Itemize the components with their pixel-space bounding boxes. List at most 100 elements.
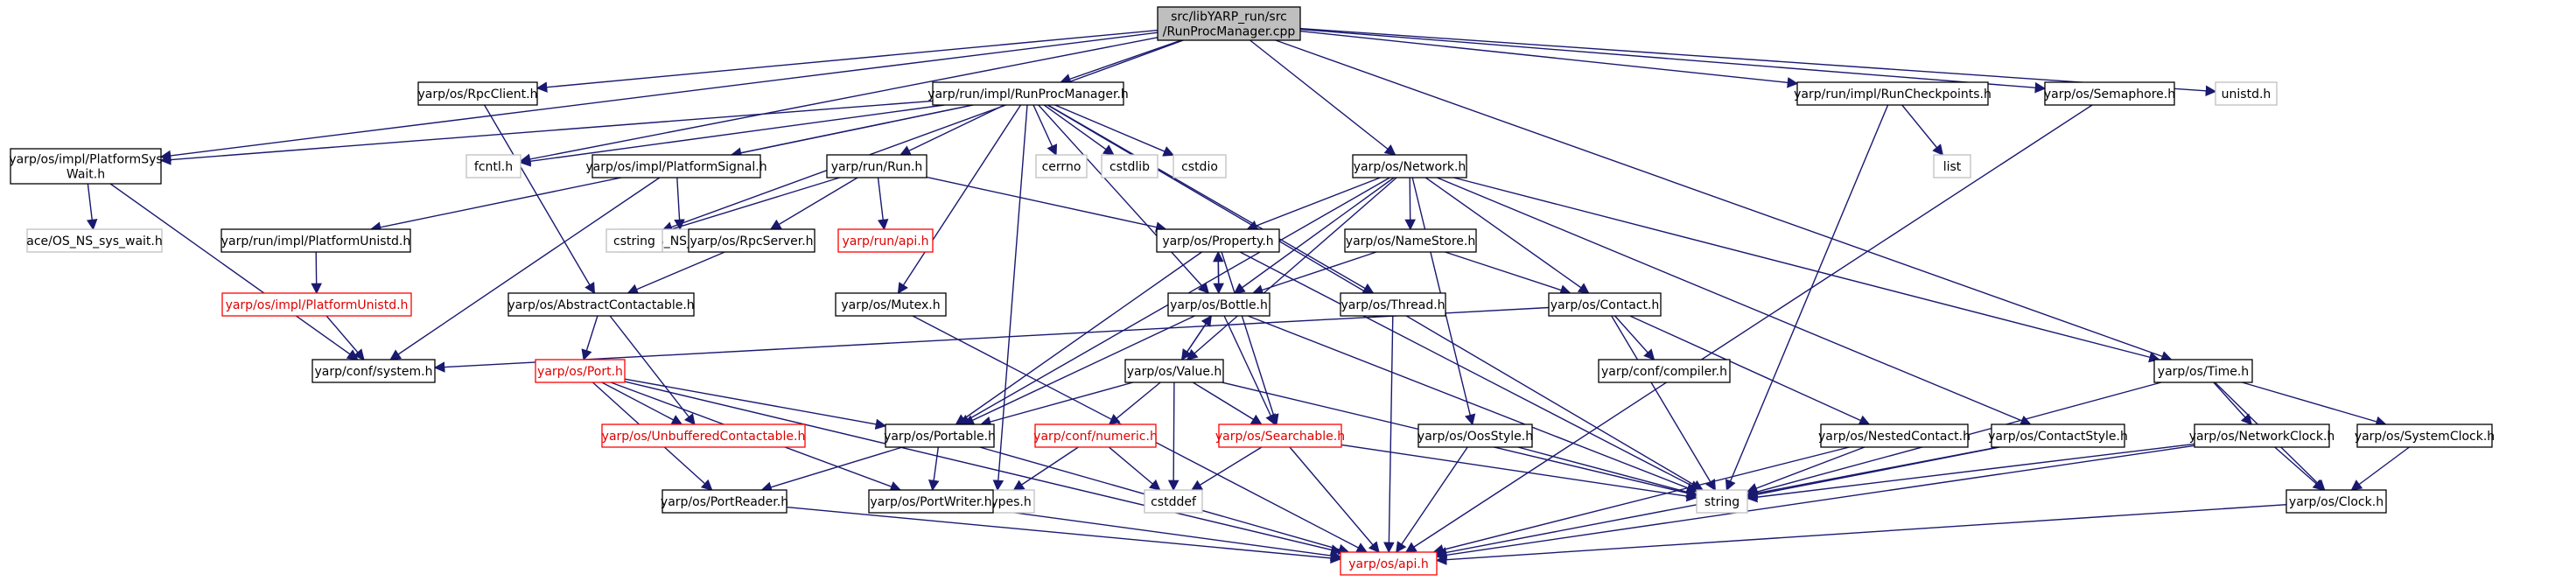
edge-network-to-property [1246, 177, 1381, 231]
node-namestore[interactable]: yarp/os/NameStore.h [1344, 228, 1477, 253]
node-box [592, 154, 761, 178]
edge-network-to-contact [1424, 177, 1590, 294]
node-label: yarp/os/Portable.h [884, 430, 996, 444]
node-box [1157, 6, 1301, 41]
node-label: list [1943, 160, 1962, 174]
node-label: yarp/os/UnbufferedContactable.h [602, 430, 806, 444]
node-label: yarp/os/impl/PlatformUnistd.h [226, 298, 409, 312]
node-label: src/libYARP_run/src [1171, 10, 1287, 24]
edge-networkclock-to-string [1746, 443, 2195, 503]
node-thread[interactable]: yarp/os/Thread.h [1340, 292, 1446, 317]
edge-oosstyle-to-os_api [1396, 446, 1468, 554]
node-portable[interactable]: yarp/os/Portable.h [884, 424, 996, 448]
node-label: yarp/os/RpcServer.h [690, 234, 813, 248]
node-label: yarp/os/Clock.h [2289, 495, 2384, 509]
edge-semaphore-to-os_api [1404, 104, 2093, 553]
node-platformsignal[interactable]: yarp/os/impl/PlatformSignal.h [585, 154, 767, 178]
edge-bottle-to-string [1247, 315, 1698, 494]
edge-networkclock-to-os_api [1435, 444, 2195, 561]
edge-value-to-cstddef [1167, 382, 1180, 492]
node-rpcclient[interactable]: yarp/os/RpcClient.h [417, 81, 538, 106]
node-run_api[interactable]: yarp/run/api.h [837, 228, 934, 253]
node-label: yarp/os/NameStore.h [1346, 234, 1475, 248]
node-box [220, 228, 411, 253]
node-oosstyle[interactable]: yarp/os/OosStyle.h [1418, 424, 1533, 448]
edge-time-to-networkclock [2213, 382, 2253, 425]
node-label: cstddef [1151, 495, 1197, 509]
node-box [1218, 424, 1342, 448]
node-platformunistd_os[interactable]: yarp/os/impl/PlatformUnistd.h [221, 292, 412, 317]
node-box [1340, 292, 1446, 317]
node-label: yarp/os/PortWriter.h [870, 495, 991, 509]
node-contactstyle[interactable]: yarp/os/ContactStyle.h [1988, 424, 2128, 448]
node-portreader[interactable]: yarp/os/PortReader.h [661, 489, 788, 514]
node-box [508, 292, 695, 317]
node-runprocmanager_h[interactable]: yarp/run/impl/RunProcManager.h [928, 81, 1129, 106]
node-label: yarp/os/ContactStyle.h [1988, 430, 2128, 444]
node-mutex[interactable]: yarp/os/Mutex.h [835, 292, 947, 317]
node-rpcserver[interactable]: yarp/os/RpcServer.h [688, 228, 816, 253]
node-numeric[interactable]: yarp/conf/numeric.h [1033, 424, 1158, 448]
node-run[interactable]: yarp/run/Run.h [826, 154, 928, 178]
edge-property-to-searchable [1221, 251, 1279, 426]
node-abstractcontactable[interactable]: yarp/os/AbstractContactable.h [508, 292, 695, 317]
edge-portwriter-to-os_api [992, 508, 1342, 562]
node-portwriter[interactable]: yarp/os/PortWriter.h [868, 489, 994, 514]
node-searchable[interactable]: yarp/os/Searchable.h [1215, 424, 1345, 448]
node-runcheckpoints[interactable]: yarp/run/impl/RunCheckpoints.h [1794, 81, 1992, 106]
edge-platformsignal-to-system [389, 177, 661, 360]
node-label: yarp/run/impl/RunCheckpoints.h [1794, 88, 1992, 102]
node-box [932, 81, 1124, 106]
node-os_api[interactable]: yarp/os/api.h [1340, 551, 1438, 576]
node-cstddef: cstddef [1144, 489, 1203, 514]
node-clock[interactable]: yarp/os/Clock.h [2286, 489, 2387, 514]
node-port[interactable]: yarp/os/Port.h [535, 359, 626, 383]
node-box [1167, 292, 1270, 317]
edge-root-to-runprocmanager_h [1060, 39, 1182, 85]
node-time[interactable]: yarp/os/Time.h [2153, 359, 2253, 383]
edge-contact-to-string [1611, 315, 1716, 492]
node-box [1796, 81, 1989, 106]
node-label: yarp/run/Run.h [831, 160, 923, 174]
node-unbuffered[interactable]: yarp/os/UnbufferedContactable.h [601, 424, 806, 448]
node-system[interactable]: yarp/conf/system.h [312, 359, 436, 383]
node-contact[interactable]: yarp/os/Contact.h [1548, 292, 1662, 317]
node-label: yarp/os/PortReader.h [661, 495, 788, 509]
node-property[interactable]: yarp/os/Property.h [1156, 228, 1280, 253]
node-platformunistd_run[interactable]: yarp/run/impl/PlatformUnistd.h [220, 228, 411, 253]
edge-network-to-time [1453, 177, 2160, 363]
node-label: cstdio [1181, 160, 1218, 174]
node-systemclock[interactable]: yarp/os/SystemClock.h [2355, 424, 2495, 448]
node-network[interactable]: yarp/os/Network.h [1352, 154, 1467, 178]
edge-platformsyswait-to-ace_sys_wait [86, 183, 98, 231]
node-label: yarp/run/api.h [842, 234, 928, 248]
node-label: yarp/conf/compiler.h [1601, 365, 1727, 379]
node-label: yarp/os/Time.h [2158, 365, 2249, 379]
node-value[interactable]: yarp/os/Value.h [1124, 359, 1224, 383]
node-box [601, 424, 806, 448]
edge-searchable-to-string [1340, 444, 1698, 502]
edge-root-to-unistd [1299, 27, 2217, 97]
node-root[interactable]: src/libYARP_run/src/RunProcManager.cpp [1157, 6, 1301, 41]
edge-runprocmanager_h-to-cerrno [1032, 104, 1058, 157]
edge-network-to-contactstyle [1437, 177, 2032, 426]
node-box [1352, 154, 1467, 178]
edge-rpcclient-to-abstractcontactable [483, 104, 596, 295]
edge-runprocmanager_h-to-thread [1047, 104, 1375, 294]
edge-platformunistd_run-to-platformunistd_os [311, 251, 322, 295]
node-semaphore[interactable]: yarp/os/Semaphore.h [2044, 81, 2175, 106]
edge-systemclock-to-clock [2350, 446, 2410, 491]
node-bottle[interactable]: yarp/os/Bottle.h [1167, 292, 1270, 317]
node-networkclock[interactable]: yarp/os/NetworkClock.h [2189, 424, 2335, 448]
node-nestedcontact[interactable]: yarp/os/NestedContact.h [1818, 424, 1970, 448]
node-compiler[interactable]: yarp/conf/compiler.h [1598, 359, 1731, 383]
node-box [221, 292, 412, 317]
edge-run-to-property [926, 176, 1167, 233]
edge-port-to-portable [624, 378, 887, 430]
node-box [885, 424, 995, 448]
node-box [1598, 359, 1731, 383]
edge-thread-to-os_api [1383, 315, 1395, 554]
node-label: /RunProcManager.cpp [1163, 25, 1296, 39]
